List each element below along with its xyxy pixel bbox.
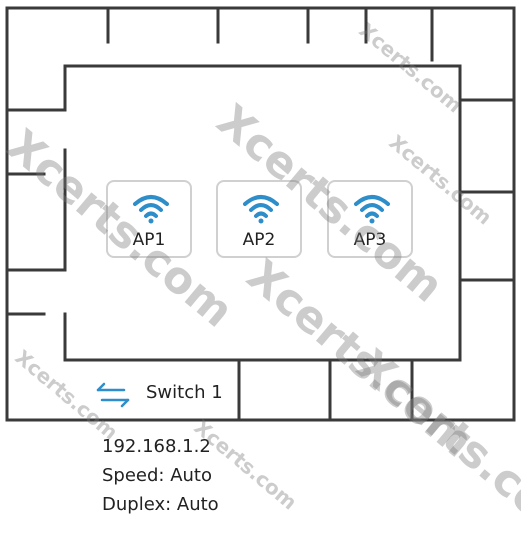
floor-plan (5, 6, 516, 422)
access-point-ap3[interactable]: AP3 (327, 180, 413, 258)
access-point-ap1[interactable]: AP1 (106, 180, 192, 258)
switch-duplex: Duplex: Auto (102, 494, 219, 515)
switch-ip: 192.168.1.2 (102, 436, 211, 457)
access-point-ap2[interactable]: AP2 (216, 180, 302, 258)
wifi-icon (354, 195, 390, 224)
wifi-icon (133, 195, 169, 224)
outer-wall (5, 6, 516, 422)
switch-speed: Speed: Auto (102, 465, 213, 486)
switch-arrows-icon[interactable] (94, 380, 132, 410)
ap-label: AP2 (242, 230, 276, 250)
wifi-icon (243, 195, 279, 224)
ap-label: AP3 (353, 230, 387, 250)
switch-label: Switch 1 (146, 382, 223, 403)
ap-label: AP1 (132, 230, 166, 250)
